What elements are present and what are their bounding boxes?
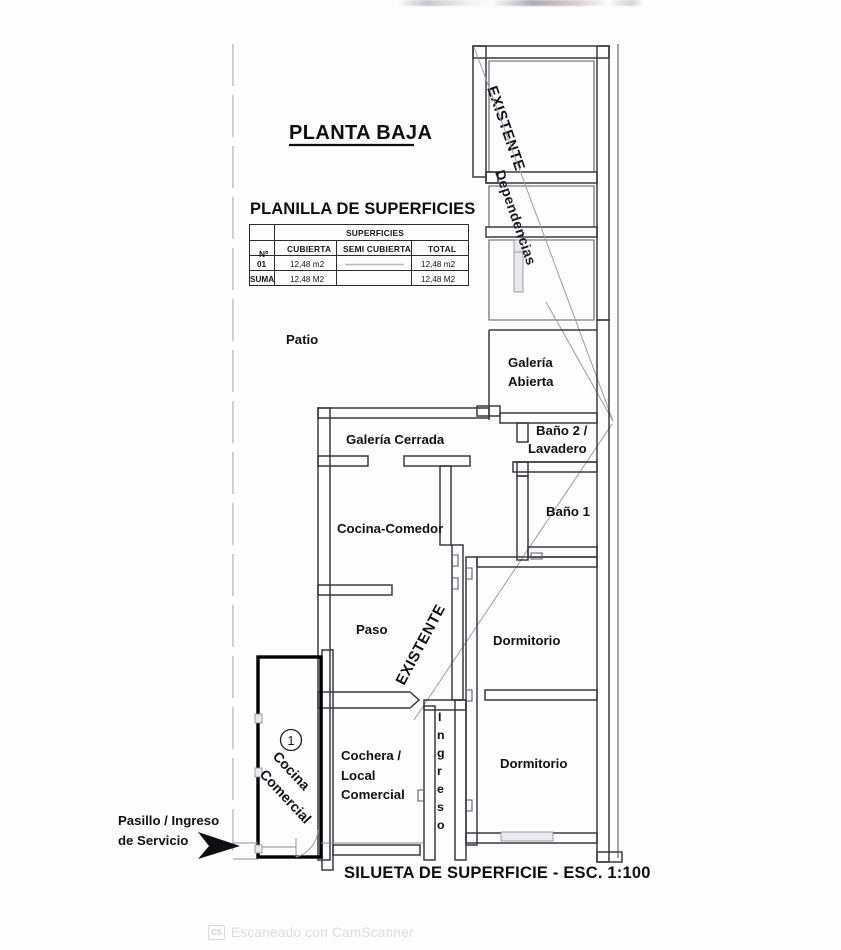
room-label-cochera-line3: Comercial	[341, 787, 405, 802]
room-label-patio: Patio	[286, 332, 318, 347]
table-cell-number: 01	[257, 260, 267, 269]
callout-line2: de Servicio	[118, 833, 188, 848]
ingreso-letter: r	[437, 764, 442, 778]
cocina-comercial-unit: 1 Cocina Comercial	[254, 655, 323, 859]
unit-marker-number: 1	[288, 734, 295, 748]
table-cell-cubierta: 12,48 m2	[290, 260, 325, 269]
dormitorios-walls	[465, 44, 623, 863]
diagonal-lead-lines	[413, 46, 614, 721]
table-header-semi-cubierta: SEMI CUBIERTA	[343, 244, 411, 254]
callout-line1: Pasillo / Ingreso	[118, 813, 219, 828]
main-house-labels: Galería Cerrada Cocina-Comedor Paso Coch…	[337, 432, 445, 802]
service-corridor-lines	[233, 842, 424, 860]
table-cell-total: 12,48 M2	[421, 275, 456, 284]
room-label-cocina-comedor: Cocina-Comedor	[337, 521, 443, 536]
table-header-number: Nº	[259, 249, 269, 259]
surface-table-caption: PLANILLA DE SUPERFICIES	[250, 200, 475, 218]
table-row: 01 12,48 m2 12,48 m2	[257, 260, 456, 269]
annotation-existente-bottom: EXISTENTE	[393, 602, 450, 688]
bottom-title: SILUETA DE SUPERFICIE - ESC. 1:100	[344, 864, 651, 882]
room-label-bano2-line2: Lavadero	[528, 441, 587, 456]
ingreso-vertical-label: I n g r e s o	[437, 710, 445, 832]
page-title: PLANTA BAJA	[289, 122, 432, 144]
ingreso-letter: I	[438, 710, 441, 724]
room-label-paso: Paso	[356, 622, 388, 637]
page-title-group: PLANTA BAJA	[289, 122, 432, 147]
table-header-cubierta: CUBIERTA	[287, 244, 331, 254]
room-label-dormitorio-1: Dormitorio	[493, 633, 560, 648]
table-cell-cubierta: 12,48 M2	[290, 275, 325, 284]
ingreso-letter: o	[437, 818, 445, 832]
annotation-existente-top: EXISTENTE	[483, 84, 528, 173]
ingreso-letter: e	[437, 782, 444, 796]
room-label-bano2-line1: Baño 2 /	[536, 423, 588, 438]
room-label-cochera-line2: Local	[341, 768, 375, 783]
main-house-walls	[317, 407, 490, 871]
room-label-bano1: Baño 1	[546, 504, 590, 519]
room-label-cochera-line1: Cochera /	[341, 748, 401, 763]
table-header-group: SUPERFICIES	[346, 228, 404, 238]
unit-marker-circle	[279, 728, 303, 752]
table-cell-number: SUMA	[250, 275, 274, 284]
room-label-galeria-abierta-line2: Abierta	[508, 374, 554, 389]
table-header-total: TOTAL	[428, 244, 456, 254]
bano2-lavadero-label: Baño 2 / Lavadero	[528, 423, 588, 456]
ingreso-letter: s	[437, 800, 444, 814]
callout-arrow-icon	[198, 832, 240, 859]
service-entry-callout: Pasillo / Ingreso de Servicio	[118, 813, 240, 859]
room-label-dormitorio-2: Dormitorio	[500, 756, 567, 771]
ingreso-letter: n	[437, 728, 445, 742]
room-label-galeria-cerrada: Galería Cerrada	[346, 432, 445, 447]
ingreso-letter: g	[437, 746, 445, 760]
surface-table-group: PLANILLA DE SUPERFICIES Nº SUPERFICIES C…	[249, 200, 475, 286]
table-cell-total: 12,48 m2	[421, 260, 456, 269]
ingreso-corridor-walls	[417, 699, 473, 861]
room-label-galeria-abierta-line1: Galería	[508, 355, 553, 370]
table-row: SUMA 12,48 M2 12,48 M2	[250, 275, 456, 284]
galeria-abierta-label: Galería Abierta	[508, 355, 554, 389]
